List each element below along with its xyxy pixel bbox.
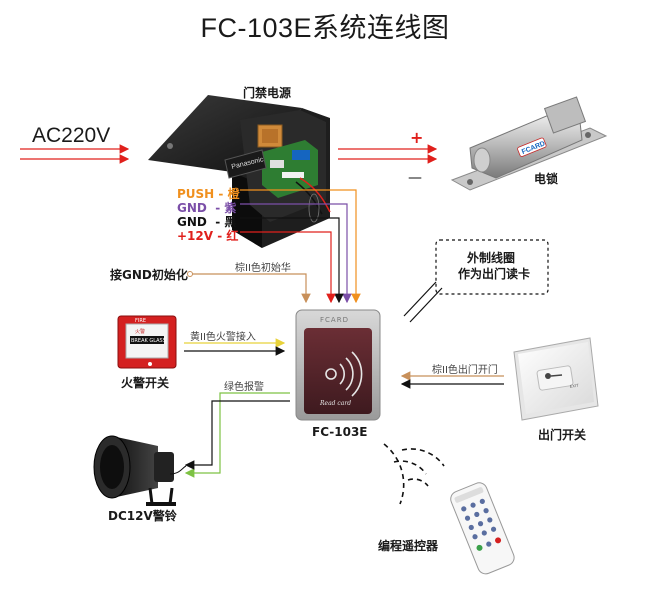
power-supply-box: Panasonic bbox=[148, 95, 331, 248]
alarm-wire-label: 绿色报警 bbox=[224, 382, 264, 393]
init-wire-label: 棕II色初始华 bbox=[235, 263, 291, 274]
card-reader: FCARD Read card bbox=[295, 309, 381, 421]
fire-alarm-label: 火警开关 bbox=[121, 376, 170, 390]
reader-brand-text: FCARD bbox=[320, 316, 349, 324]
wire-color: 橙 bbox=[227, 187, 240, 201]
exit-button-label: 出门开关 bbox=[538, 428, 587, 442]
diagram-title: FC-103E系统连线图 bbox=[200, 13, 450, 43]
init-wire bbox=[187, 271, 311, 304]
alarm-horn bbox=[93, 435, 187, 506]
coil-line-2: 作为出门读卡 bbox=[458, 267, 531, 281]
exit-button-device: EXIT bbox=[513, 337, 599, 421]
electric-lock: FCARD bbox=[450, 96, 608, 191]
fire-alarm-wires bbox=[184, 338, 286, 356]
wire-legend-row: GND - 黑 bbox=[177, 215, 237, 229]
wire-legend-row: GND - 紫 bbox=[177, 201, 237, 215]
lock-wires bbox=[338, 144, 438, 164]
lock-minus-label: — bbox=[408, 170, 422, 186]
lock-label: 电锁 bbox=[534, 172, 559, 186]
fire-wire-label: 黄II色火警接入 bbox=[190, 332, 256, 343]
supply-to-reader-wires bbox=[240, 189, 361, 304]
ac-input-wires bbox=[20, 144, 130, 164]
alarm-bell-label: DC12V警铃 bbox=[108, 509, 177, 523]
remote-control bbox=[450, 482, 515, 575]
reader-face-text: Read card bbox=[319, 400, 351, 407]
wire-legend-row: +12V - 红 bbox=[177, 229, 239, 243]
lock-plus-label: + bbox=[410, 128, 424, 147]
wire-color: 黑 bbox=[224, 215, 237, 229]
wire-name: PUSH bbox=[177, 187, 215, 201]
power-supply-label: 门禁电源 bbox=[243, 86, 292, 100]
exit-button-wires bbox=[400, 371, 504, 389]
fire-panel-top: FIRE bbox=[135, 318, 146, 324]
fire-alarm-switch: FIRE 火警 BREAK GLASS bbox=[117, 315, 177, 369]
exit-wire-label: 棕II色出门开门 bbox=[432, 365, 498, 376]
exit-face-text: EXIT bbox=[569, 383, 579, 389]
remote-label: 编程遥控器 bbox=[378, 539, 439, 553]
fire-panel-sub: 火警 bbox=[135, 328, 145, 335]
wire-name: +12V bbox=[177, 229, 214, 243]
wire-color: 紫 bbox=[224, 201, 237, 215]
wire-name: GND bbox=[177, 215, 207, 229]
reader-label: FC-103E bbox=[312, 425, 368, 439]
external-coil-link bbox=[403, 239, 549, 323]
coil-line-1: 外制线圈 bbox=[467, 251, 516, 265]
alarm-bell-wires bbox=[184, 392, 290, 478]
wire-name: GND bbox=[177, 201, 207, 215]
wire-color: 红 bbox=[226, 229, 239, 243]
wire-legend-row: PUSH - 橙 bbox=[177, 187, 240, 201]
fire-panel-text: BREAK GLASS bbox=[131, 338, 166, 344]
init-label: 接GND初始化 bbox=[110, 268, 188, 282]
ac-input-label: AC220V bbox=[32, 124, 111, 147]
remote-signal-waves bbox=[383, 443, 445, 505]
